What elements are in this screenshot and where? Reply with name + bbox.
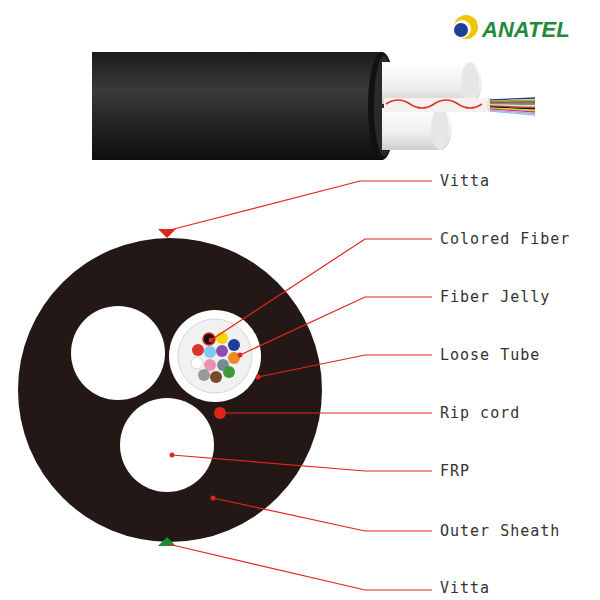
part-label: Loose Tube <box>440 346 540 364</box>
cable-side-view <box>92 52 535 160</box>
logo-ring <box>454 15 478 39</box>
part-label: Colored Fiber <box>440 230 570 248</box>
vitta-marker <box>158 229 176 238</box>
frp-rod <box>120 398 214 492</box>
leader-lines <box>168 181 432 590</box>
logo-dot <box>454 23 468 37</box>
logo-text: ANATEL <box>482 18 570 42</box>
outer-sheath <box>18 238 322 542</box>
fiber-jelly <box>178 319 252 393</box>
part-label: Vitta <box>440 172 490 190</box>
part-label: Vitta <box>440 579 490 597</box>
cable-cross-section <box>18 229 322 546</box>
part-label: FRP <box>440 462 470 480</box>
colored-fibers <box>191 332 240 383</box>
rip-cord <box>214 407 226 419</box>
part-label: Fiber Jelly <box>440 288 550 306</box>
part-label: Outer Sheath <box>440 522 560 540</box>
strength-element <box>71 306 165 400</box>
loose-tube <box>169 310 261 402</box>
part-label: Rip cord <box>440 404 520 422</box>
